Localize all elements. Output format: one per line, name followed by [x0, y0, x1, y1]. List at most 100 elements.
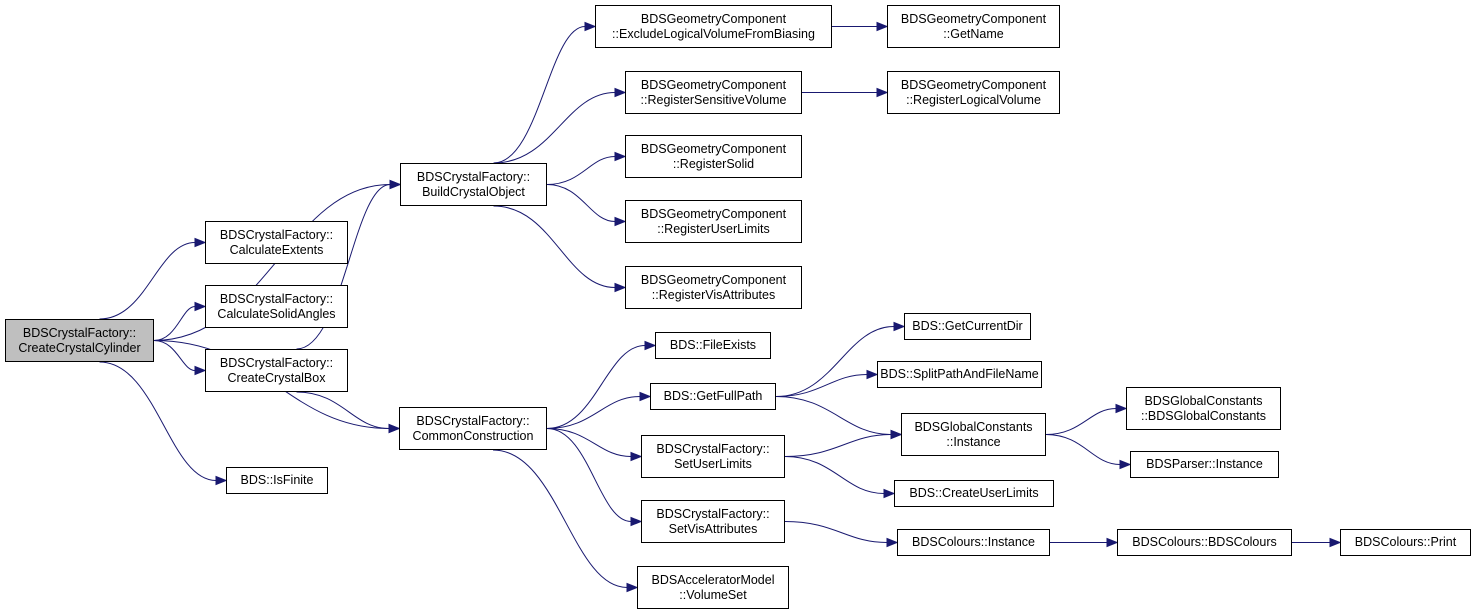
node-label-line: SetVisAttributes: [668, 521, 758, 536]
node-label-line: BDSCrystalFactory::: [219, 355, 334, 370]
edge-arrowhead: [614, 87, 627, 98]
node-label-line: BuildCrystalObject: [422, 184, 525, 199]
edge-arrowhead: [630, 451, 643, 462]
node-label-line: BDSGeometryComponent: [640, 11, 787, 26]
node-label-line: BDS::IsFinite: [240, 473, 314, 487]
edge-arrowhead: [194, 365, 207, 376]
node-register-vis-attributes[interactable]: BDSGeometryComponent::RegisterVisAttribu…: [625, 266, 802, 309]
edge-arrowhead: [584, 21, 597, 32]
edge-arrowhead: [644, 340, 657, 351]
edge-buildCrystalObject-to-excludeLogicalVolume: [493, 26, 586, 164]
node-get-full-path[interactable]: BDS::GetFullPath: [650, 383, 776, 410]
edge-arrowhead: [388, 423, 401, 434]
node-label-line: BDSGeometryComponent: [900, 77, 1047, 92]
edge-createCrystalCylinder-to-isFinite: [99, 361, 217, 481]
node-label-line: BDSGlobalConstants: [1144, 393, 1263, 408]
node-calculate-extents[interactable]: BDSCrystalFactory::CalculateExtents: [205, 221, 348, 264]
edge-arrowhead: [1106, 537, 1119, 548]
node-label-line: BDSGeometryComponent: [900, 11, 1047, 26]
node-label-line: ::RegisterUserLimits: [657, 221, 770, 236]
edge-arrowhead: [893, 321, 906, 332]
node-common-construction[interactable]: BDSCrystalFactory::CommonConstruction: [399, 407, 547, 450]
node-label-line: ::BDSGlobalConstants: [1140, 408, 1267, 423]
node-label-line: ::RegisterLogicalVolume: [906, 92, 1041, 107]
node-label-line: BDSCrystalFactory::: [656, 441, 770, 456]
node-global-constants-instance[interactable]: BDSGlobalConstants::Instance: [901, 413, 1046, 456]
edge-buildCrystalObject-to-registerSolid: [546, 156, 616, 185]
node-parser-instance[interactable]: BDSParser::Instance: [1130, 451, 1279, 478]
node-label-line: BDSCrystalFactory::: [416, 413, 530, 428]
edge-arrowhead: [876, 21, 889, 32]
edge-arrowhead: [1119, 459, 1132, 470]
node-label-line: CalculateExtents: [229, 242, 324, 257]
node-is-finite[interactable]: BDS::IsFinite: [226, 467, 328, 494]
node-label-line: BDSGeometryComponent: [640, 206, 787, 221]
node-label-line: BDS::FileExists: [669, 338, 757, 352]
node-register-user-limits[interactable]: BDSGeometryComponent::RegisterUserLimits: [625, 200, 802, 243]
edge-buildCrystalObject-to-registerUserLimits: [546, 184, 616, 222]
node-register-solid[interactable]: BDSGeometryComponent::RegisterSolid: [625, 135, 802, 178]
node-label-line: CalculateSolidAngles: [217, 306, 336, 321]
edge-createCrystalCylinder-to-createCrystalBox: [153, 340, 196, 371]
node-create-crystal-box[interactable]: BDSCrystalFactory::CreateCrystalBox: [205, 349, 348, 392]
node-calculate-solid-angles[interactable]: BDSCrystalFactory::CalculateSolidAngles: [205, 285, 348, 328]
edge-arrowhead: [866, 369, 879, 380]
edge-arrowhead: [389, 179, 402, 190]
node-label-line: BDSGlobalConstants: [914, 419, 1033, 434]
node-register-logical-volume[interactable]: BDSGeometryComponent::RegisterLogicalVol…: [887, 71, 1060, 114]
edge-buildCrystalObject-to-registerSensitiveVolume: [493, 92, 616, 164]
edge-commonConstruction-to-setUserLimits: [546, 428, 632, 457]
node-label-line: BDSCrystalFactory::: [219, 291, 334, 306]
node-file-exists[interactable]: BDS::FileExists: [655, 332, 771, 359]
node-label-line: ::RegisterSensitiveVolume: [640, 92, 787, 107]
node-build-crystal-object[interactable]: BDSCrystalFactory::BuildCrystalObject: [400, 163, 547, 206]
node-get-current-dir[interactable]: BDS::GetCurrentDir: [904, 313, 1031, 340]
edge-arrowhead: [194, 301, 207, 312]
node-label-line: BDSColours::Print: [1354, 535, 1457, 549]
node-label-line: BDSGeometryComponent: [640, 272, 787, 287]
node-label-line: SetUserLimits: [674, 456, 752, 471]
node-label-line: CommonConstruction: [412, 428, 534, 443]
edge-getFullPath-to-globalConstantsInstance: [775, 396, 892, 435]
edge-arrowhead: [876, 87, 889, 98]
node-set-vis-attributes[interactable]: BDSCrystalFactory::SetVisAttributes: [641, 500, 785, 543]
edge-createCrystalCylinder-to-calculateSolidAngles: [153, 306, 196, 341]
edge-arrowhead: [614, 151, 627, 162]
node-label-line: BDS::SplitPathAndFileName: [880, 367, 1039, 381]
node-create-user-limits[interactable]: BDS::CreateUserLimits: [894, 480, 1054, 507]
node-label-line: ::RegisterVisAttributes: [651, 287, 776, 302]
node-colours-instance[interactable]: BDSColours::Instance: [897, 529, 1050, 556]
node-label-line: BDSAcceleratorModel: [651, 572, 775, 587]
node-colours-print[interactable]: BDSColours::Print: [1340, 529, 1471, 556]
edge-commonConstruction-to-fileExists: [546, 345, 646, 429]
node-set-user-limits[interactable]: BDSCrystalFactory::SetUserLimits: [641, 435, 785, 478]
edge-globalConstantsInstance-to-globalConstantsCtor: [1045, 408, 1117, 435]
edge-commonConstruction-to-getFullPath: [546, 396, 641, 429]
node-register-sensitive-volume[interactable]: BDSGeometryComponent::RegisterSensitiveV…: [625, 71, 802, 114]
node-label-line: BDSCrystalFactory::: [656, 506, 770, 521]
node-label-line: ::RegisterSolid: [672, 156, 755, 171]
edge-arrowhead: [630, 516, 643, 527]
edge-globalConstantsInstance-to-parserInstance: [1045, 434, 1121, 465]
node-label-line: BDSGeometryComponent: [640, 77, 787, 92]
node-volume-set[interactable]: BDSAcceleratorModel::VolumeSet: [637, 566, 789, 609]
node-create-crystal-cylinder[interactable]: BDSCrystalFactory::CreateCrystalCylinder: [5, 319, 154, 362]
edge-buildCrystalObject-to-registerVisAttributes: [493, 205, 616, 288]
edge-createCrystalCylinder-to-calculateExtents: [99, 242, 196, 320]
edge-arrowhead: [614, 282, 627, 293]
edge-arrowhead: [886, 537, 899, 548]
node-label-line: BDS::CreateUserLimits: [909, 486, 1039, 500]
node-get-name[interactable]: BDSGeometryComponent::GetName: [887, 5, 1060, 48]
node-label-line: ::VolumeSet: [679, 587, 747, 602]
node-exclude-logical-volume[interactable]: BDSGeometryComponent::ExcludeLogicalVolu…: [595, 5, 832, 48]
node-split-path-and-file-name[interactable]: BDS::SplitPathAndFileName: [877, 361, 1042, 388]
edge-arrowhead: [1115, 403, 1128, 414]
edge-commonConstruction-to-setVisAttributes: [546, 428, 632, 522]
edge-setUserLimits-to-createUserLimits: [784, 456, 885, 494]
edge-arrowhead: [883, 488, 896, 499]
node-label-line: BDS::GetCurrentDir: [912, 319, 1023, 333]
node-global-constants-ctor[interactable]: BDSGlobalConstants::BDSGlobalConstants: [1126, 387, 1281, 430]
edge-setVisAttributes-to-coloursInstance: [784, 521, 888, 543]
node-colours-ctor[interactable]: BDSColours::BDSColours: [1117, 529, 1292, 556]
